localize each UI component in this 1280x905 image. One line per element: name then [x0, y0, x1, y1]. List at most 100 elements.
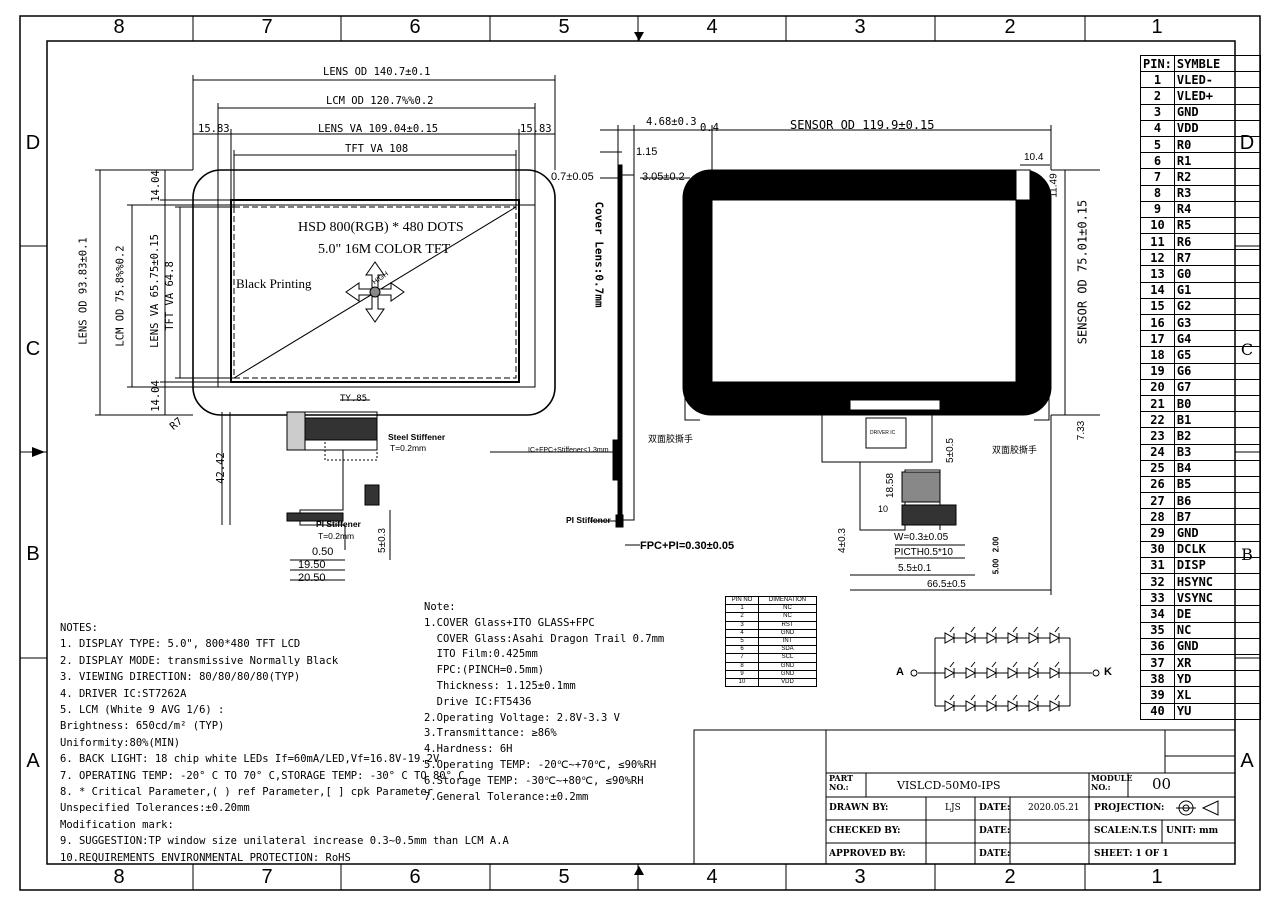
- pin-symbol: B5: [1173, 475, 1261, 494]
- pin-number: 37: [1140, 653, 1175, 672]
- date-value: 2020.05.21: [1028, 803, 1080, 813]
- pin-symbol: G6: [1173, 362, 1261, 380]
- pin-number: 19: [1140, 362, 1175, 380]
- pin-number: 17: [1140, 330, 1175, 348]
- pin-symbol: G2: [1173, 297, 1261, 316]
- led-diode-icon: [986, 694, 998, 712]
- lcm-side: [621, 174, 635, 521]
- zone-row-a-right: A: [1240, 750, 1254, 772]
- pin-symbol: YD: [1173, 670, 1261, 688]
- pin-symbol: B1: [1173, 411, 1261, 429]
- thickness-115-label: 1.15: [636, 146, 658, 158]
- connector-pins: [901, 504, 957, 526]
- led-diode-icon: [1007, 694, 1019, 712]
- ctp-note-line: Thickness: 1.125±0.1mm: [424, 679, 576, 692]
- sensor-notch: [1015, 169, 1031, 201]
- ctp-note-line: 4.Hardness: 6H: [424, 743, 513, 756]
- ctp-note-line: 1.COVER Glass+ITO GLASS+FPC: [424, 616, 595, 629]
- dim-665-label: 66.5±0.5: [927, 579, 966, 590]
- pin-symbol: R5: [1173, 216, 1261, 235]
- pin-symbol: DISP: [1173, 556, 1261, 575]
- pin-symbol: YU: [1173, 702, 1261, 720]
- notes-line: 5. LCM (White 9 AVG 1/6) :: [60, 704, 225, 717]
- ctp-note-block: Note: 1.COVER Glass+ITO GLASS+FPC COVER …: [424, 600, 664, 805]
- pin-symbol: G5: [1173, 346, 1261, 364]
- led-diode-icon: [944, 626, 956, 644]
- ctp-note-line: COVER Glass:Asahi Dragon Trail 0.7mm: [424, 632, 665, 645]
- pin-number: 8: [1140, 184, 1175, 202]
- pin-number: 6: [1140, 152, 1175, 170]
- date-label-3: DATE:: [979, 849, 1011, 859]
- pin-symbol: R1: [1173, 152, 1261, 170]
- part-no-value: VISLCD-50M0-IPS: [897, 779, 1001, 792]
- ctp-table-header: PIN NO DIMENATION: [725, 595, 817, 606]
- zone-col-5-bottom: 5: [558, 866, 570, 888]
- pin-symbol: DE: [1173, 605, 1261, 623]
- display-line1: HSD 800(RGB) * 480 DOTS: [298, 220, 464, 235]
- ctp-pin-function: GND: [758, 661, 817, 671]
- display-line2: 5.0" 16M COLOR TFT: [318, 242, 451, 257]
- zone-row-a-left: A: [26, 750, 40, 772]
- pin-symbol: B4: [1173, 459, 1261, 477]
- unit-label: UNIT: mm: [1166, 826, 1219, 836]
- projection-label: PROJECTION:: [1094, 803, 1165, 813]
- dim-1950-label: 19.50: [298, 559, 326, 571]
- pin-number: 38: [1140, 670, 1175, 688]
- pin-number: 22: [1140, 411, 1175, 429]
- notes-line: 10.REQUIREMENTS ENVIRONMENTAL PROTECTION…: [60, 851, 351, 864]
- thickness-07-label: 0.7±0.05: [551, 171, 594, 183]
- ctp-note-title: Note:: [424, 601, 456, 613]
- notes-line: Uniformity:80%(MIN): [60, 736, 181, 749]
- notes-line: 3. VIEWING DIRECTION: 80/80/80/80(TYP): [60, 671, 301, 684]
- ctp-note-line: 3.Transmittance: ≥86%: [424, 727, 557, 740]
- pin-number: 25: [1140, 459, 1175, 477]
- module-no-value: 00: [1152, 775, 1172, 793]
- notes-line: 4. DRIVER IC:ST7262A: [60, 687, 187, 700]
- notes-line: 9. SUGGESTION:TP window size unilateral …: [60, 835, 509, 848]
- notes-block: NOTES: 1. DISPLAY TYPE: 5.0", 800*480 TF…: [60, 620, 509, 866]
- fpc-connector: [364, 484, 380, 506]
- pin-symbol: R2: [1173, 168, 1261, 186]
- ctp-pin-number: 7: [725, 653, 759, 663]
- pin-number: 16: [1140, 313, 1175, 332]
- ctp-pin-function: NC: [758, 612, 817, 622]
- pin-number: 9: [1140, 200, 1175, 218]
- zone-col-1-bottom: 1: [1151, 866, 1163, 888]
- ctp-note-line: FPC:(PINCH=0.5mm): [424, 664, 545, 677]
- fpc-width-label: TY.85: [340, 394, 368, 404]
- ctp-note-lines: 1.COVER Glass+ITO GLASS+FPC COVER Glass:…: [424, 616, 664, 806]
- center-marker-left: [32, 447, 45, 457]
- led-diode-icon: [1049, 694, 1061, 712]
- pin-number: 23: [1140, 427, 1175, 445]
- zone-row-b-left: B: [26, 543, 40, 565]
- ctp-pin-function: GND: [758, 669, 817, 679]
- pin-symbol: DCLK: [1173, 540, 1261, 558]
- pin-symbol: B7: [1173, 508, 1261, 526]
- led-diode-icon: [1028, 626, 1040, 644]
- pin-number: 21: [1140, 394, 1175, 413]
- dim-5501-label: 5.5±0.1: [898, 563, 932, 574]
- led-diode-icon: [965, 626, 977, 644]
- back-fpc: [821, 411, 933, 463]
- pin-number: 13: [1140, 265, 1175, 283]
- pin-symbol: G7: [1173, 378, 1261, 396]
- pin-symbol: XL: [1173, 686, 1261, 704]
- pin-number: 1: [1140, 71, 1175, 89]
